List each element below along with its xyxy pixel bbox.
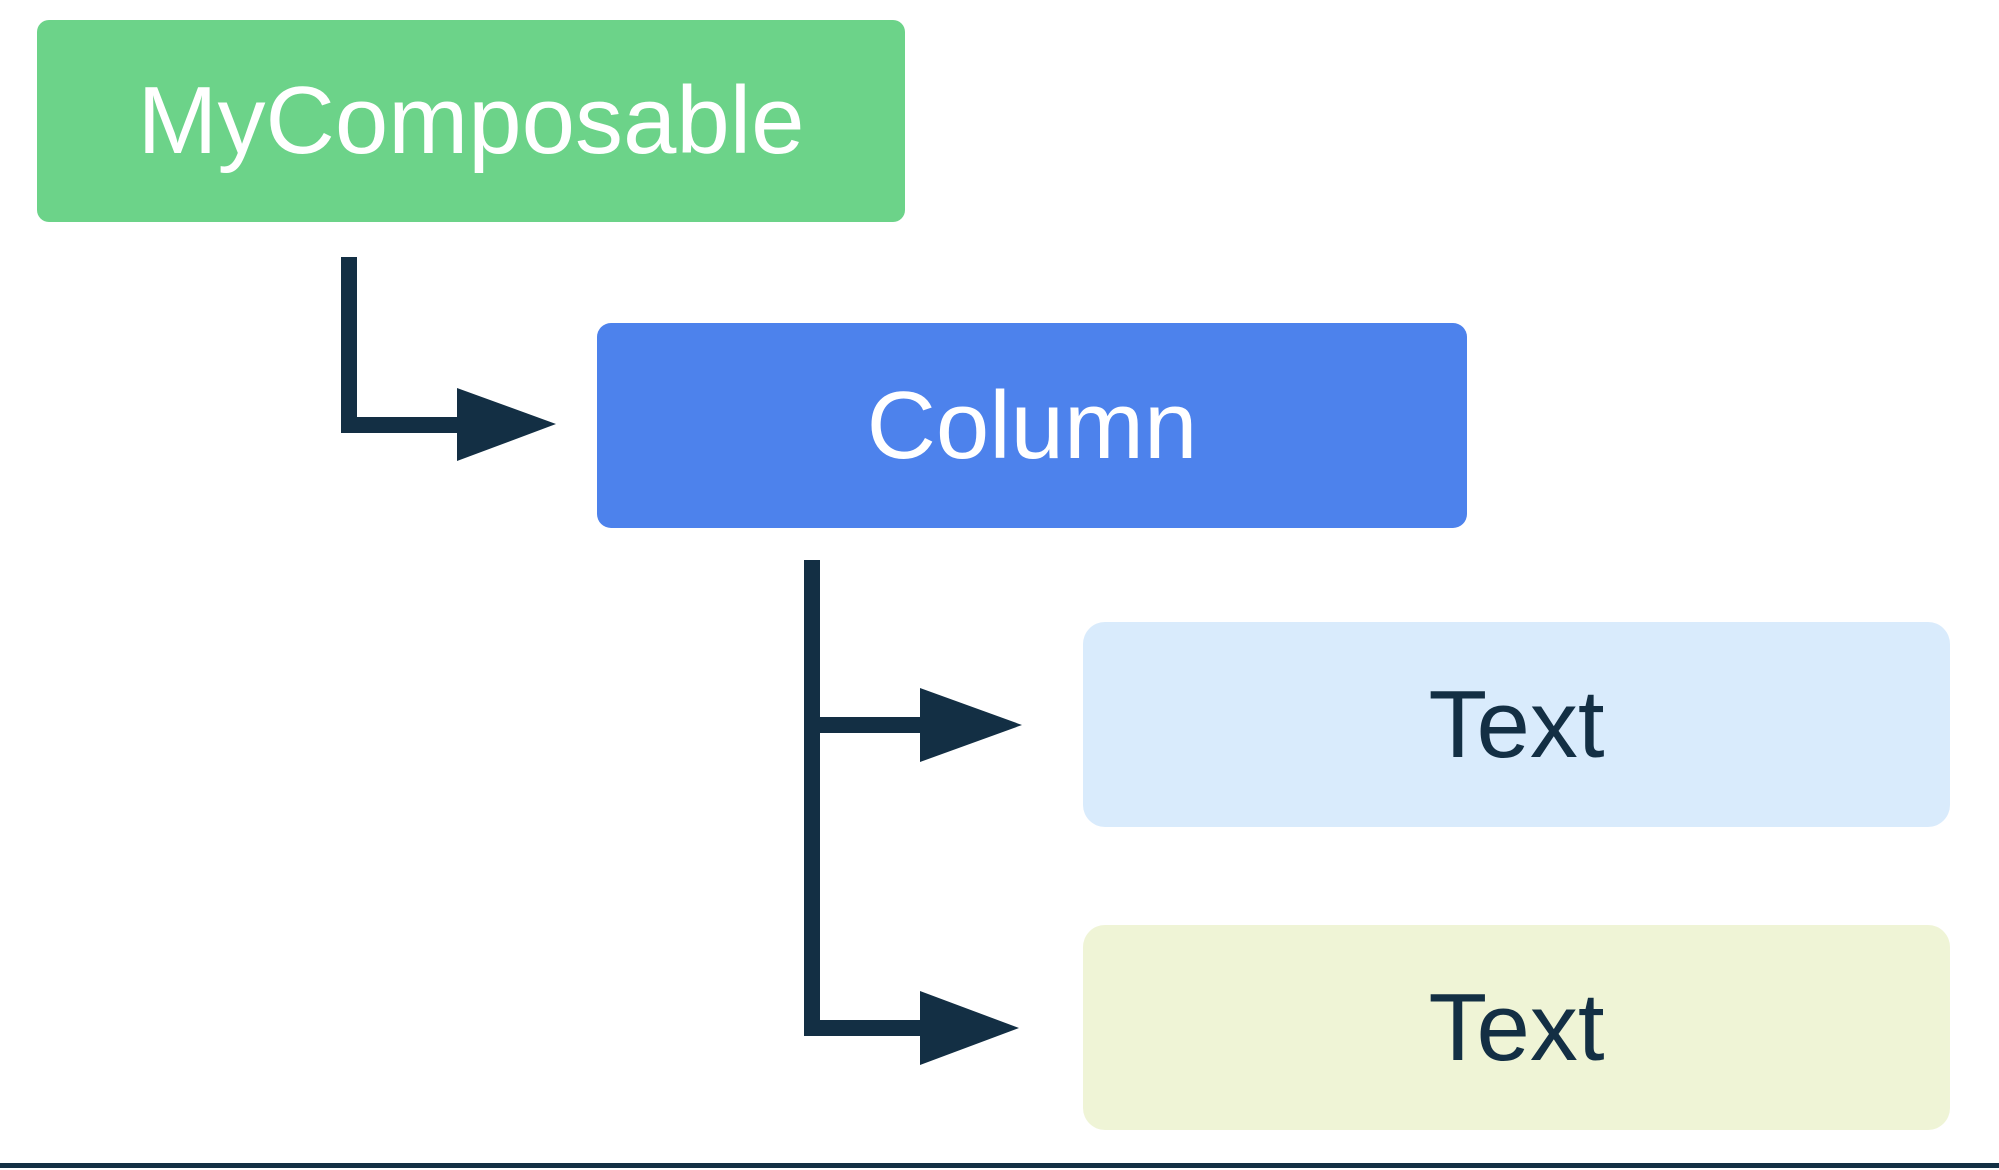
arrow-column-to-text1-head-icon (920, 688, 1022, 762)
node-text-2: Text (1083, 925, 1950, 1130)
bottom-border-line (0, 1163, 1999, 1168)
node-text-1-label: Text (1428, 670, 1605, 778)
node-mycomposable-label: MyComposable (137, 67, 805, 174)
node-text-2-label: Text (1428, 973, 1605, 1081)
node-mycomposable: MyComposable (37, 20, 905, 222)
node-text-1: Text (1083, 622, 1950, 827)
node-column: Column (597, 323, 1467, 528)
arrow-root-to-column-line (341, 257, 459, 433)
arrow-column-to-text2-head-icon (920, 991, 1019, 1065)
arrow-root-to-column-head-icon (457, 388, 556, 461)
arrow-column-spine-line (804, 560, 920, 1036)
node-column-label: Column (866, 371, 1198, 479)
